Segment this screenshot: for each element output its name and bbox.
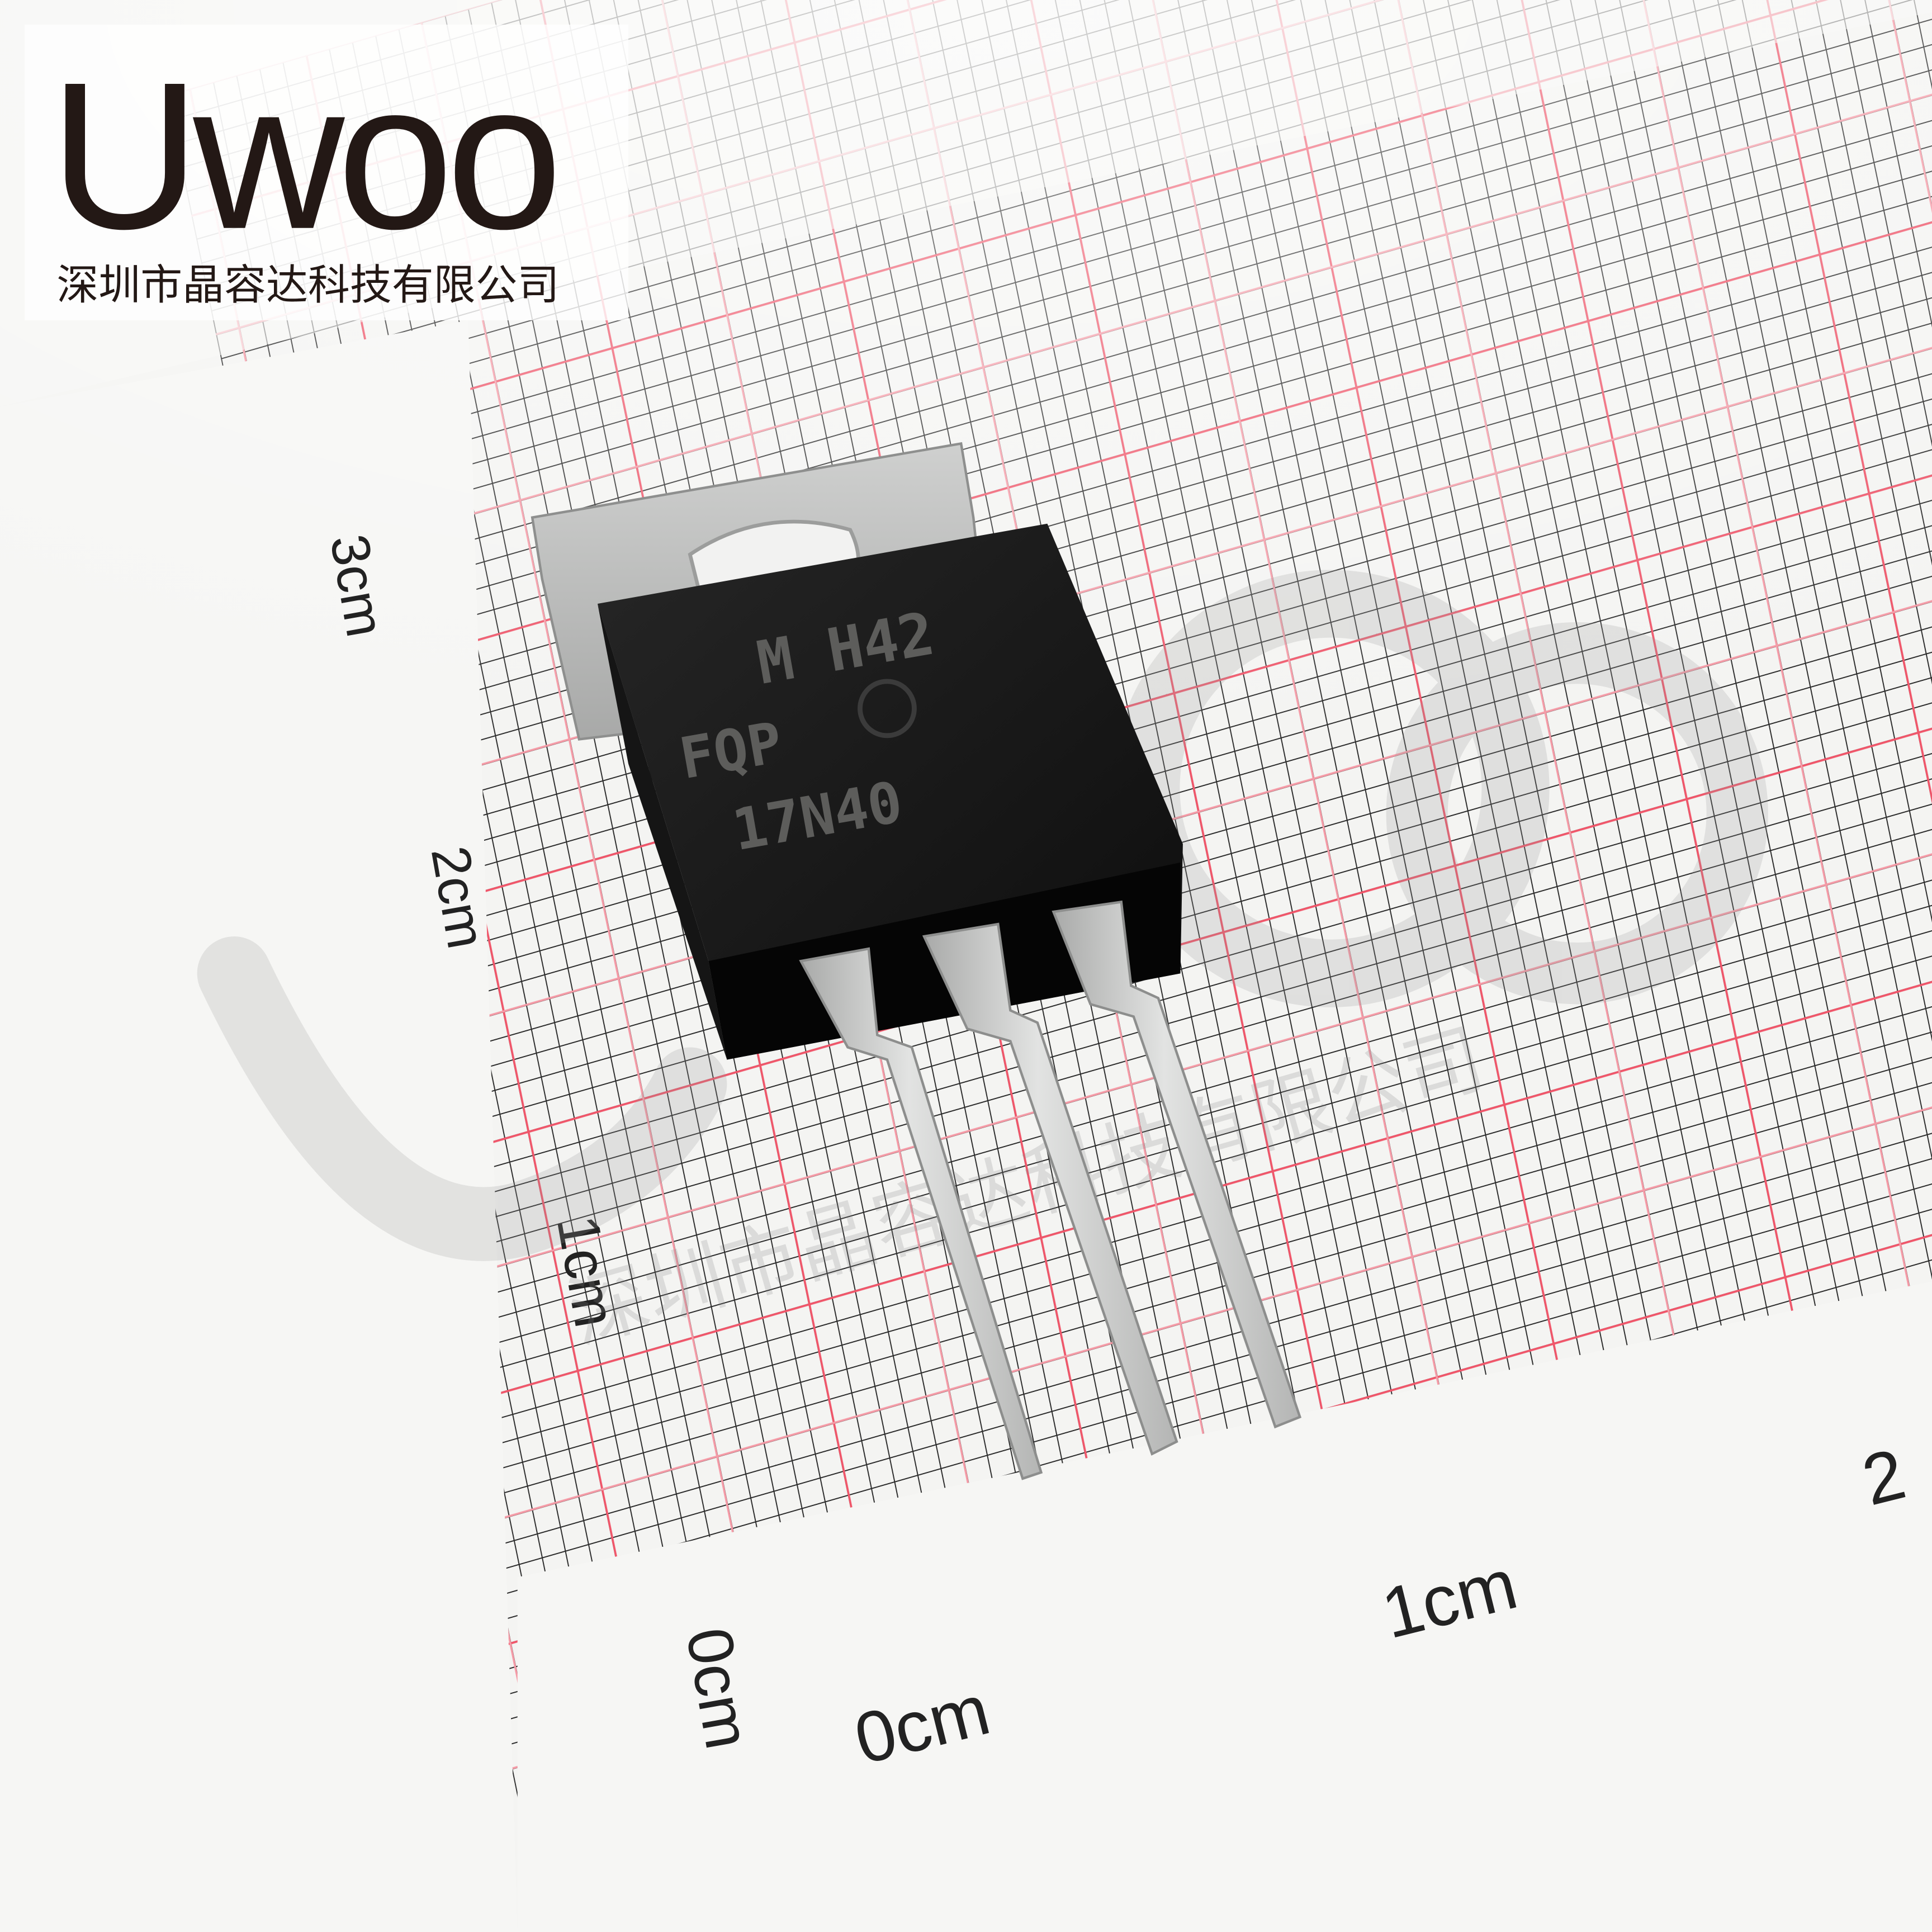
logo-wordmark: Uwoo [49,39,555,273]
lead-gate [799,947,1043,1480]
brand-logo: Uwoo 深圳市晶容达科技有限公司 [25,25,629,321]
transistor-to220: M H42 FQP 17N40 [531,442,1302,1480]
logo-backdrop [25,25,629,321]
watermark-o-shape-2 [1386,622,1768,1005]
paper-margin-bottom [517,1281,1932,1932]
transistor-leads [799,900,1302,1480]
pin1-dot [858,679,917,738]
body-side-face [597,604,727,1060]
lead-drain [922,922,1178,1456]
logo-company-name: 深圳市晶容达科技有限公司 [56,261,559,310]
watermark-u-shape [197,936,727,1261]
lead-source [1052,900,1302,1429]
